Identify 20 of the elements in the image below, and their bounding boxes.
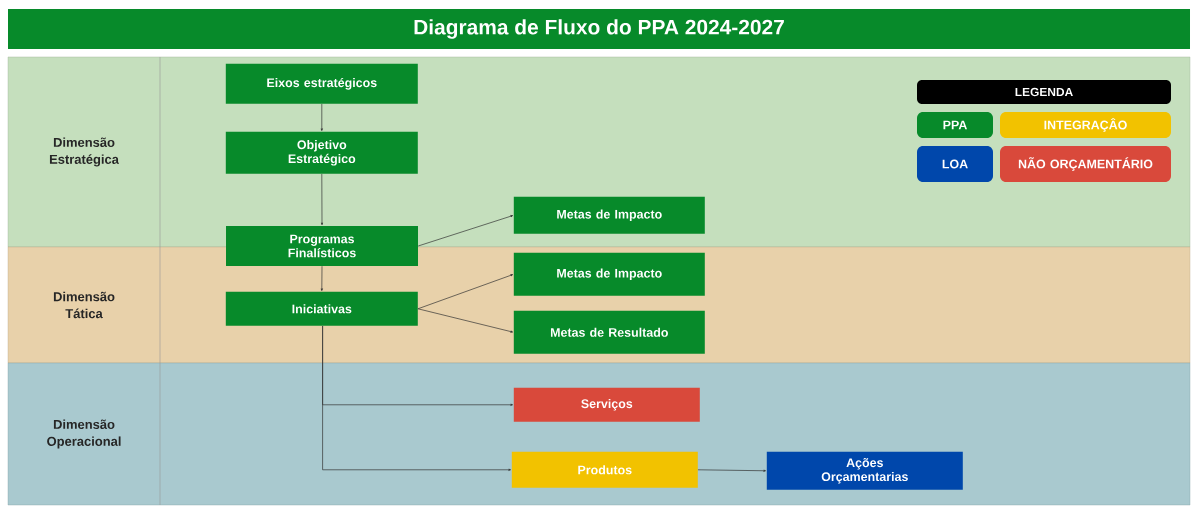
process-box: Programas Finalísticos bbox=[226, 226, 418, 266]
arrow bbox=[322, 325, 511, 471]
process-box: Metas de Impacto bbox=[513, 196, 705, 234]
arrow bbox=[417, 274, 514, 310]
process-box: Eixos estratégicos bbox=[225, 63, 418, 104]
process-box: Ações Orçamentarias bbox=[766, 451, 963, 490]
process-box: Serviços bbox=[513, 387, 700, 422]
process-box: Metas de Resultado bbox=[513, 310, 705, 354]
arrow bbox=[320, 265, 323, 291]
process-box: Objetivo Estratégico bbox=[225, 131, 418, 174]
title-bar: Diagrama de Fluxo do PPA 2024-2027 bbox=[8, 9, 1190, 49]
arrow bbox=[417, 308, 513, 333]
process-box: Metas de Impacto bbox=[513, 252, 705, 296]
process-box: Iniciativas bbox=[225, 291, 418, 326]
arrow bbox=[320, 173, 324, 226]
arrow bbox=[320, 103, 323, 131]
legend-header: LEGENDA bbox=[917, 80, 1171, 104]
process-box: Produtos bbox=[511, 451, 698, 488]
arrow bbox=[697, 469, 766, 472]
arrow bbox=[417, 215, 514, 247]
